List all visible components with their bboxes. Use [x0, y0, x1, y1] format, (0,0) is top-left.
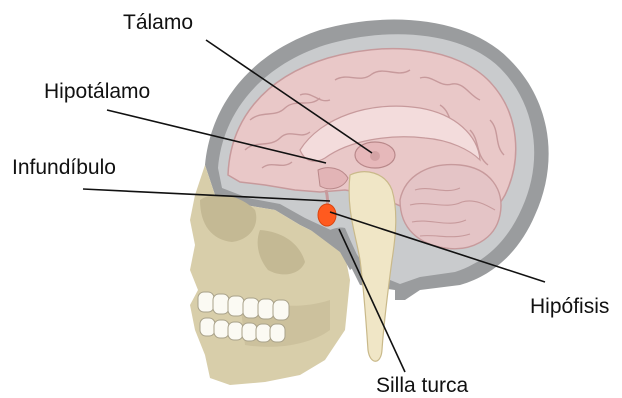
- label-hypothalamus: Hipotálamo: [44, 80, 150, 103]
- pituitary-gland: [318, 204, 336, 226]
- label-sella-turcica: Silla turca: [376, 374, 469, 397]
- label-pituitary: Hipófisis: [530, 295, 609, 318]
- label-thalamus: Tálamo: [123, 11, 193, 34]
- cerebellum: [400, 165, 501, 249]
- label-infundibulum: Infundíbulo: [12, 156, 116, 179]
